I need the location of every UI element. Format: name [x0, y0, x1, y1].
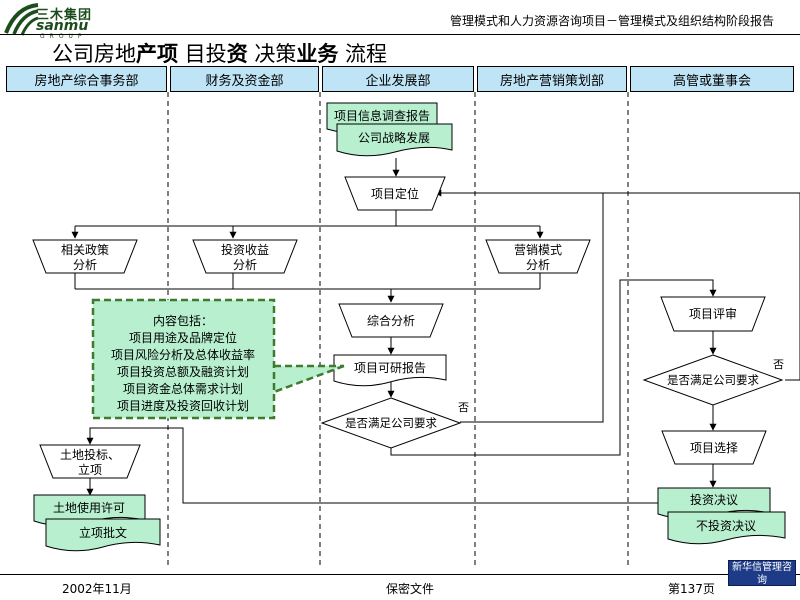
process-project-review: 项目评审: [660, 296, 766, 332]
node-label: 立项批文: [79, 525, 127, 540]
node-label: 相关政策: [61, 243, 109, 257]
lane-header-enterprise-development: 企业发展部: [322, 66, 474, 92]
sinotrust-logo-en: SINOTRUST: [733, 588, 791, 599]
page-title-part: 决策: [247, 42, 297, 66]
logo-english-text: sanmu: [36, 18, 89, 34]
document-company-strategy: 公司战略发展: [336, 123, 453, 157]
project-header-title: 管理模式和人力资源咨询项目－管理模式及组织结构阶段报告: [449, 14, 774, 28]
sinotrust-logo-cn: 新华信管理咨询: [732, 562, 792, 586]
node-label: 不投资决议: [696, 518, 756, 533]
footer-date: 2002年11月: [62, 582, 132, 596]
page-title-part: 公司房地: [52, 42, 136, 66]
node-label: 营销模式: [514, 243, 562, 257]
node-label: 投资收益: [221, 242, 269, 257]
node-label: 公司战略发展: [358, 130, 430, 145]
node-label: 项目可研报告: [354, 360, 426, 375]
footer-page-number: 第137页: [668, 582, 715, 596]
logo-group-text: GROUP: [40, 33, 87, 40]
process-investment-return-analysis: 投资收益 分析: [192, 239, 298, 274]
callout-contents: 内容包括： 项目用途及品牌定位 项目风险分析及总体收益率 项目投资总额及融资计划…: [91, 298, 345, 420]
process-project-positioning: 项目定位: [344, 176, 446, 211]
page-title-part: 产项: [136, 42, 178, 66]
page-title-part: 业务: [296, 42, 339, 66]
no-branch-label: 否: [773, 358, 784, 371]
lane-header-executives: 高管或董事会: [630, 66, 794, 92]
process-policy-analysis: 相关政策 分析: [32, 239, 138, 274]
document-project-approval: 立项批文: [45, 518, 161, 552]
callout-line: 项目投资总额及融资计划: [117, 364, 249, 379]
node-label: 综合分析: [367, 313, 415, 328]
logo-chinese-text: 三木集团: [36, 8, 93, 23]
page-title-part: 目投: [178, 42, 227, 66]
lane-header-marketing: 房地产营销策划部: [477, 66, 627, 92]
node-label: 投资决议: [690, 492, 738, 507]
process-marketing-model-analysis: 营销模式 分析: [485, 239, 591, 274]
lane-header-finance: 财务及资金部: [170, 66, 319, 92]
decision-meets-requirements-2: 是否满足公司要求: [642, 354, 784, 406]
page-title: 公司房地产项 目投资 决策业务 流程: [52, 38, 387, 68]
node-label: 项目定位: [371, 186, 419, 201]
connectors: [71, 158, 800, 504]
node-label: 是否满足公司要求: [667, 373, 759, 387]
node-label: 项目信息调查报告: [334, 108, 430, 123]
process-land-bidding: 土地投标、 立项: [39, 444, 141, 479]
node-label: 项目选择: [690, 441, 738, 455]
sanmu-logo-icon: [4, 3, 39, 36]
node-label: 是否满足公司要求: [345, 416, 437, 430]
process-comprehensive-analysis: 综合分析: [338, 303, 444, 338]
node-label: 分析: [526, 258, 550, 272]
lane-header-real-estate-affairs: 房地产综合事务部: [6, 66, 167, 92]
node-label: 分析: [233, 258, 257, 272]
node-label: 土地使用许可: [53, 500, 125, 515]
no-branch-label: 否: [458, 401, 469, 414]
node-label: 立项: [78, 462, 102, 477]
sinotrust-logo: 新华信管理咨询 SINOTRUST: [728, 560, 796, 599]
header-rule: [0, 34, 800, 35]
footer-rule: [0, 574, 800, 575]
node-label: 土地投标、: [60, 447, 120, 462]
callout-line: 内容包括：: [153, 313, 213, 328]
decision-meets-requirements-1: 是否满足公司要求: [320, 397, 462, 449]
callout-line: 项目用途及品牌定位: [129, 330, 237, 345]
process-project-selection: 项目选择: [661, 430, 767, 465]
footer-confidential: 保密文件: [386, 582, 435, 596]
callout-line: 项目进度及投资回收计划: [117, 398, 249, 413]
page-title-part: 资: [226, 42, 248, 66]
document-feasibility-report: 项目可研报告: [333, 354, 447, 387]
node-label: 项目评审: [689, 306, 737, 321]
page-title-part: 流程: [338, 42, 388, 66]
document-non-investment-resolution: 不投资决议: [667, 511, 786, 545]
callout-line: 项目风险分析及总体收益率: [111, 347, 255, 362]
callout-line: 项目资金总体需求计划: [123, 381, 243, 396]
node-label: 分析: [73, 258, 97, 272]
